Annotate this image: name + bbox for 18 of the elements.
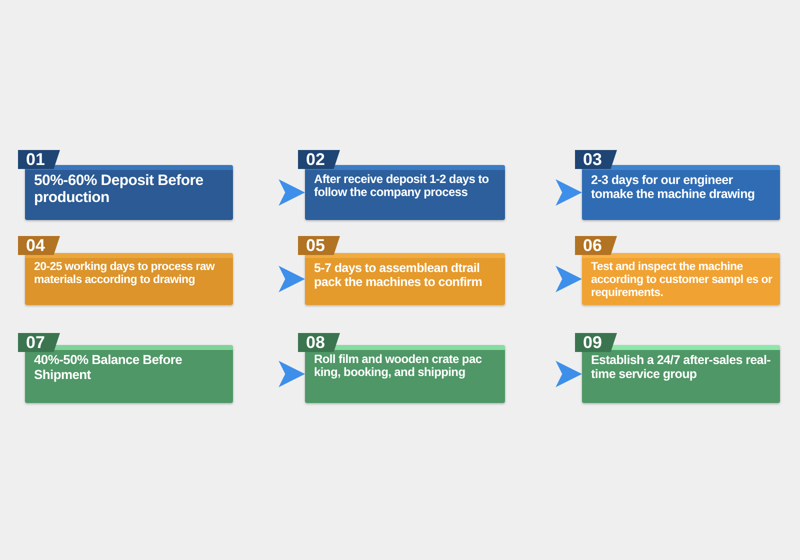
step-description: 5-7 days to assemblean dtrail pack the machines to confirm (314, 261, 484, 289)
step-number: 04 (18, 236, 60, 255)
step-number: 07 (18, 333, 60, 352)
step-number: 08 (298, 333, 340, 352)
step-number: 02 (298, 150, 340, 169)
step-number: 06 (575, 236, 617, 255)
step-description: 50%-60% Deposit Before production (34, 173, 204, 207)
step-description: Establish a 24/7 after-sales real-time service group (591, 353, 772, 381)
step-number: 05 (298, 236, 340, 255)
step-number: 09 (575, 333, 617, 352)
step-number: 01 (18, 150, 60, 169)
step-description: After receive deposit 1-2 days to follow the company process (314, 173, 490, 200)
step-description: Roll film and wooden crate pac king, booking, and shipping (314, 353, 483, 380)
step-description: 2-3 days for our engineer tomake the machine drawing (591, 173, 756, 201)
step-description: Test and inspect the machine according to customer sampl es or requirements. (591, 261, 774, 300)
step-description: 20-25 working days to process raw materials according to drawing (34, 261, 216, 287)
step-number: 03 (575, 150, 617, 169)
step-description: 40%-50% Balance Before Shipment (34, 353, 184, 382)
